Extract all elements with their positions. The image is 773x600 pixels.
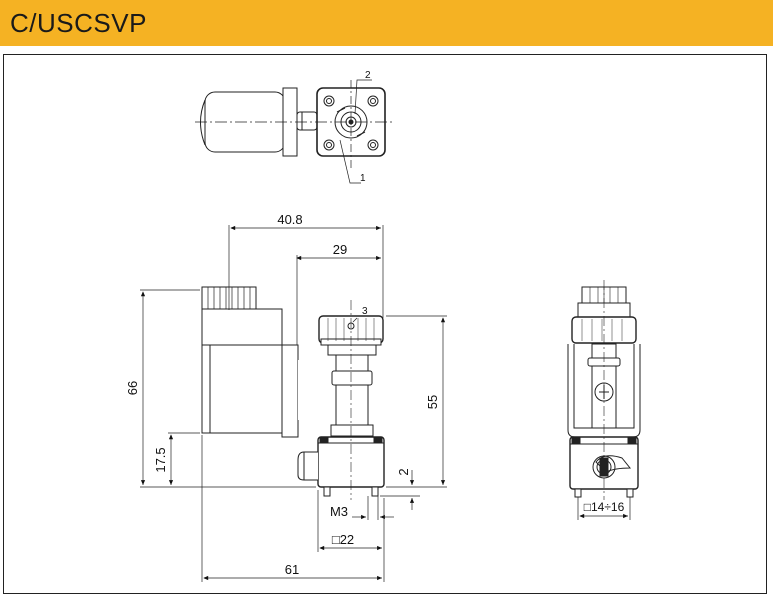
dimension-17-5: 17.5 (153, 447, 168, 472)
side-dimensions (577, 497, 631, 520)
top-view (195, 79, 395, 184)
dimension-55: 55 (425, 395, 440, 409)
front-dimensions (140, 225, 447, 582)
title-bar: C/USCSVP (0, 0, 773, 46)
front-view (201, 286, 385, 500)
callout-2-label: 2 (365, 70, 371, 81)
dimension-square-22: □22 (332, 532, 354, 547)
callout-3-label: 3 (362, 306, 368, 317)
dimension-61: 61 (285, 562, 299, 577)
dimension-66: 66 (125, 381, 140, 395)
callout-1-label: 1 (360, 173, 366, 184)
side-view (567, 280, 641, 500)
page-title: C/USCSVP (10, 8, 147, 38)
dimension-2: 2 (396, 468, 411, 475)
dimension-square-14-16: □14÷16 (584, 500, 625, 514)
dimension-29: 29 (333, 242, 347, 257)
dimension-40-8: 40.8 (277, 212, 302, 227)
drawing-frame (3, 54, 767, 594)
dimension-m3: M3 (330, 504, 348, 519)
